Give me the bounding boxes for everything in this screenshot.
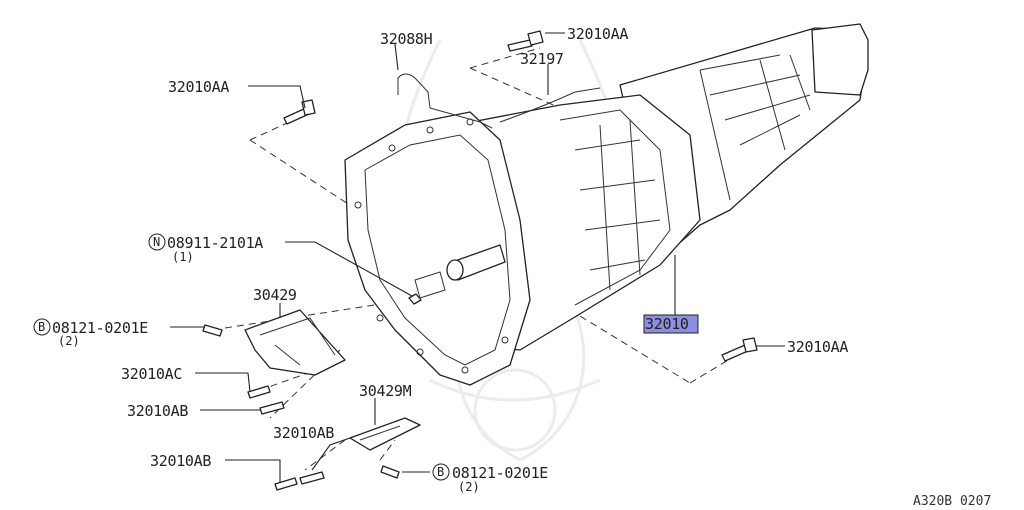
highlight-32010 (643, 314, 699, 334)
callout-08911-qty: (1) (172, 250, 194, 264)
diagram-code: A320B 0207 (913, 494, 991, 509)
bolt-marker-circle-left (33, 318, 51, 336)
callout-32088H[interactable]: 32088H (380, 30, 433, 48)
leader-lines (170, 32, 785, 482)
bolt-marker-letter-bottom: B (437, 465, 444, 479)
bolt-marker-letter-left: B (38, 320, 45, 334)
small-parts (202, 30, 758, 491)
callout-labels: 32088H 32010AA 32197 32010AA N 08911-210… (33, 25, 991, 509)
callout-32010AC[interactable]: 32010AC (121, 365, 182, 383)
nut-marker-circle (148, 233, 166, 251)
callout-30429M[interactable]: 30429M (359, 382, 412, 400)
callout-08121-0201E-left[interactable]: 08121-0201E (52, 319, 149, 337)
callout-32010AA-right[interactable]: 32010AA (787, 338, 849, 356)
callout-08121-left-qty: (2) (58, 334, 80, 348)
transmission-assembly (344, 23, 869, 386)
callout-32010AB-c[interactable]: 32010AB (150, 452, 212, 470)
callout-08911-2101A[interactable]: 08911-2101A (167, 234, 264, 252)
bolt-marker-circle-bottom (432, 463, 450, 481)
callout-32010AB-a[interactable]: 32010AB (127, 402, 189, 420)
callout-32010[interactable]: 32010 (645, 315, 689, 333)
callout-32197[interactable]: 32197 (520, 50, 564, 68)
nut-marker-letter: N (153, 235, 160, 249)
callout-30429[interactable]: 30429 (253, 286, 297, 304)
callout-32010AA-top[interactable]: 32010AA (567, 25, 629, 43)
callout-08121-bottom-qty: (2) (458, 480, 480, 494)
callout-08121-0201E-bottom[interactable]: 08121-0201E (452, 464, 549, 482)
callout-32010AA-left[interactable]: 32010AA (168, 78, 230, 96)
callout-32010AB-b[interactable]: 32010AB (273, 424, 335, 442)
